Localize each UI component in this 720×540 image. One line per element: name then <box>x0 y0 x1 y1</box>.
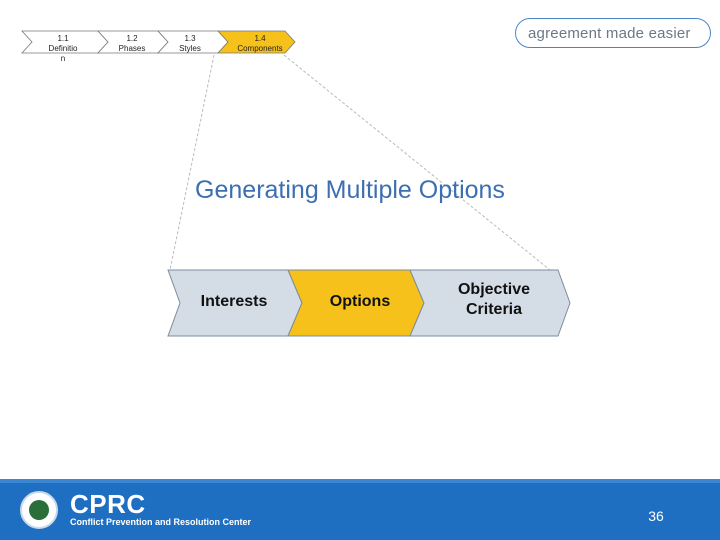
crumb-chevron-4[interactable] <box>217 30 296 54</box>
crumb-label-4: 1.4 Components <box>237 34 283 53</box>
process-shapes <box>167 269 571 337</box>
org-acronym: CPRC <box>70 489 146 519</box>
org-full-name: Conflict Prevention and Resolution Cente… <box>70 517 252 527</box>
seal-emblem <box>29 500 49 520</box>
footer-bar: CPRC Conflict Prevention and Resolution … <box>0 479 720 540</box>
page-number: 36 <box>648 508 664 524</box>
brand-logo: agreement made easier <box>515 18 711 48</box>
footer-stripe <box>0 479 720 483</box>
crumb-label-2: 1.2 Phases <box>118 34 146 53</box>
process-step-criteria[interactable] <box>409 269 571 337</box>
breadcrumb-shapes <box>21 30 296 54</box>
crumb-label-3: 1.3 Styles <box>179 34 201 53</box>
step-label-criteria: Objective Criteria <box>457 281 531 318</box>
slide-title: Generating Multiple Options <box>195 176 505 204</box>
step-label-interests: Interests <box>200 293 268 310</box>
epa-seal-icon <box>20 491 58 529</box>
process-flow: Interests Options Objective Criteria <box>160 268 580 342</box>
breadcrumb: 1.1 Definitio n 1.2 Phases 1.3 Styles 1.… <box>0 0 300 70</box>
crumb-label-1: 1.1 Definitio n <box>48 34 78 63</box>
step-label-options: Options <box>329 293 391 310</box>
logo-text: agreement made easier <box>528 25 691 42</box>
